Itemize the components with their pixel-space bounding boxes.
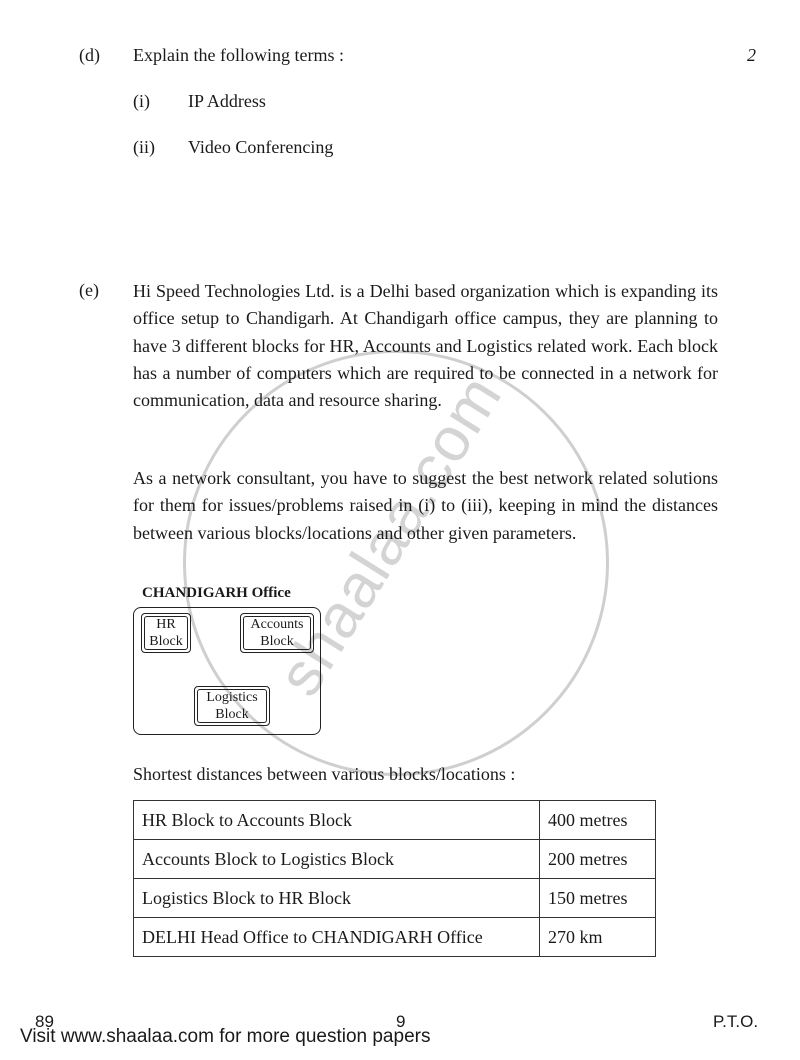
accounts-block-label-line2: Block (260, 634, 294, 649)
question-d-marks: 2 (747, 45, 756, 65)
distance-cell: 150 metres (539, 878, 656, 918)
table-row: HR Block to Accounts Block 400 metres (133, 800, 656, 840)
route-cell: DELHI Head Office to CHANDIGARH Office (133, 917, 540, 957)
question-d-item-text: IP Address (188, 91, 266, 111)
accounts-block-label-line1: Accounts (250, 617, 304, 632)
distances-table: HR Block to Accounts Block 400 metres Ac… (133, 800, 656, 957)
table-row: Accounts Block to Logistics Block 200 me… (133, 839, 656, 879)
question-d-item-num: (i) (133, 91, 150, 111)
question-e-label: (e) (79, 280, 99, 300)
table-row: Logistics Block to HR Block 150 metres (133, 878, 656, 918)
hr-block-box: HR Block (141, 613, 191, 653)
pto-label: P.T.O. (713, 1012, 759, 1031)
route-cell: Logistics Block to HR Block (133, 878, 540, 918)
distances-heading: Shortest distances between various block… (133, 764, 516, 784)
logistics-block-box: Logistics Block (194, 686, 270, 726)
logistics-block-label-line2: Block (215, 707, 249, 722)
paper-code: 89 (35, 1012, 54, 1031)
question-d-item-num: (ii) (133, 137, 155, 157)
distance-cell: 200 metres (539, 839, 656, 879)
question-d-label: (d) (79, 45, 100, 65)
route-cell: Accounts Block to Logistics Block (133, 839, 540, 879)
question-d-text: Explain the following terms : (133, 45, 344, 65)
campus-outline (133, 607, 321, 735)
hr-block-label-line1: HR (156, 617, 176, 632)
visit-link[interactable]: Visit www.shaalaa.com for more question … (20, 1026, 431, 1047)
question-d-item-text: Video Conferencing (188, 137, 334, 157)
hr-block-label-line2: Block (149, 634, 183, 649)
page-number: 9 (396, 1012, 406, 1031)
diagram-title: CHANDIGARH Office (142, 585, 291, 601)
watermark-circle (183, 350, 609, 776)
question-e-paragraph-1: Hi Speed Technologies Ltd. is a Delhi ba… (133, 281, 718, 411)
route-cell: HR Block to Accounts Block (133, 800, 540, 840)
table-row: DELHI Head Office to CHANDIGARH Office 2… (133, 917, 656, 957)
question-e-paragraph-2: As a network consultant, you have to sug… (133, 468, 718, 543)
logistics-block-label-line1: Logistics (206, 690, 258, 705)
accounts-block-box: Accounts Block (240, 613, 314, 653)
distance-cell: 270 km (539, 917, 656, 957)
distance-cell: 400 metres (539, 800, 656, 840)
